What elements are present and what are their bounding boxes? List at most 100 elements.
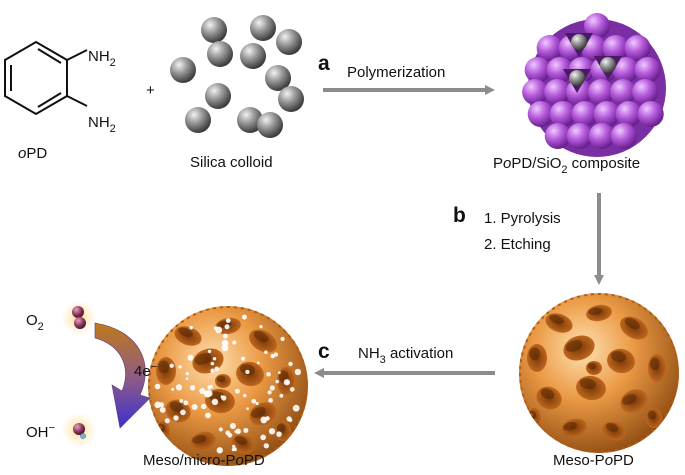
micro-pore [277,371,281,375]
amine-bottom-label: NH2 [88,114,116,135]
embedded-silica [569,70,585,86]
o2-label: O2 [26,312,44,333]
step-a-letter: a [318,52,330,75]
micro-pore [235,428,241,435]
micro-pore [205,390,213,397]
micro-pore [273,352,279,357]
micro-pore [189,385,196,391]
micro-pore [289,387,295,392]
micro-pore [216,447,223,454]
electron-label: 4e− [134,361,157,380]
micro-pore [207,385,212,390]
orr-scheme: O2 4e− OH− [26,300,157,448]
micro-pore [210,368,215,373]
polymer-bead [634,57,661,83]
micro-pore [220,395,224,399]
pore-depth [540,388,555,400]
micro-pore [215,326,223,334]
micro-pore [205,412,211,419]
micro-pore [187,354,194,361]
double-bond [37,48,62,64]
micro-pore [214,366,220,372]
silica-particle [276,29,302,55]
micro-pore [265,416,270,421]
polymer-bead [593,101,620,127]
micro-pore [234,388,240,394]
silica-particle [207,41,233,67]
pore-depth [549,314,565,324]
polymer-bead [632,79,659,105]
micro-pore [178,365,182,369]
micro-pore [269,385,275,391]
silica-particle [257,112,283,138]
meso-micro-popd-sphere [148,306,308,466]
silica-particle [250,15,276,41]
micro-pore [267,390,272,395]
micro-pore [179,399,184,403]
micro-pore [199,388,206,395]
micro-pore [286,380,290,385]
micro-pore [241,356,246,361]
pore-depth [647,410,657,420]
micro-pore [245,369,250,375]
micro-pore [180,409,186,416]
micro-pore [256,361,260,365]
polymer-bead [566,123,593,149]
silica-particle [278,86,304,112]
opd-molecule: NH2 NH2 oPD [4,40,116,162]
micro-pore [224,324,230,330]
micro-pore [183,400,189,406]
silica-particle [265,65,291,91]
micro-pore [211,398,219,406]
polymer-bead [527,101,554,127]
pore-depth [605,423,619,432]
polymer-bead [546,57,573,83]
pore-depth [622,393,637,406]
polymer-bead [544,123,571,149]
micro-pore [276,431,282,437]
micro-pore [243,393,247,398]
micro-pore [264,350,268,355]
double-bond [37,92,62,108]
polymer-bead [615,101,642,127]
c-n-bond [66,49,88,61]
oxygen-atom [73,423,85,435]
micro-pore [191,403,198,410]
micro-pore [260,434,266,441]
composite-label: PoPD/SiO2 composite [493,155,640,176]
micro-pore [255,401,259,406]
micro-pore [229,422,237,429]
step-b-letter: b [453,204,466,227]
pore-depth [194,353,212,365]
polymer-bead [612,57,639,83]
silica-particle [170,57,196,83]
silica-particle [185,107,211,133]
pore-depth [234,436,248,445]
oxygen-atom [72,306,84,318]
pore-depth [158,360,169,374]
c-n-bond [66,95,88,107]
composite-sphere [522,13,666,157]
silica-particle [201,17,227,43]
micro-pore [279,393,284,398]
polymer-bead [584,13,610,39]
embedded-silica [600,57,616,73]
step-b-line1: 1. Pyrolysis [484,210,561,227]
pore-depth [529,347,540,361]
micro-pore [266,372,271,377]
micro-pore [232,340,237,345]
oxygen-atom [74,317,86,329]
micro-pore [212,357,217,361]
micro-pore [232,447,237,452]
benzene-ring [4,40,68,116]
hydrogen-atom [80,433,86,439]
micro-pore [259,324,263,329]
polymer-bead [610,79,637,105]
rough-edge [148,306,308,466]
pore-depth [169,401,184,413]
polymer-bead [588,79,615,105]
micro-pore [175,384,183,391]
micro-pore [251,398,257,404]
pore-depth [192,434,207,444]
polymer-bead [571,101,598,127]
